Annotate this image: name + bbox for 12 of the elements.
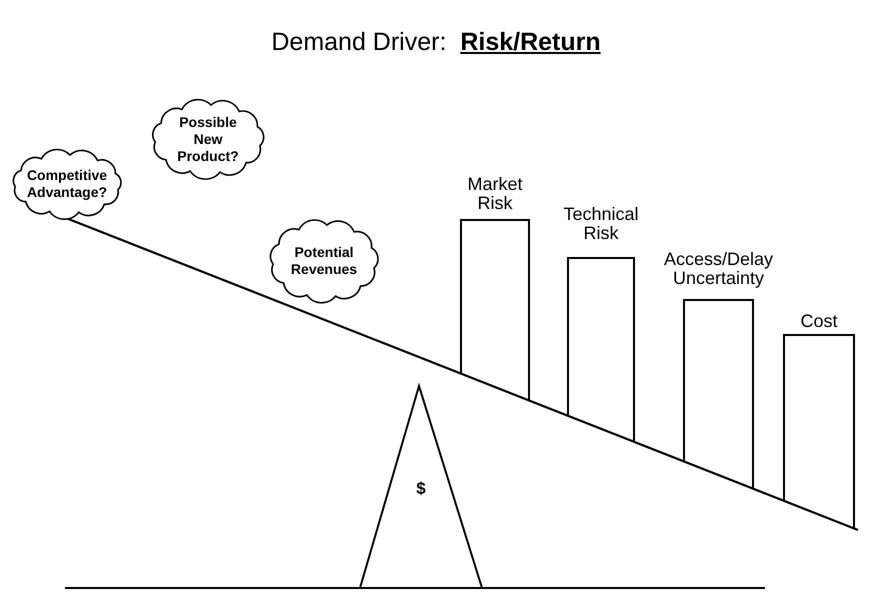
cloud-label: Competitive Advantage? (26, 167, 108, 201)
risk-bar (783, 312, 855, 529)
risk-bar (460, 175, 530, 401)
bar-label: Cost (799, 312, 838, 331)
dollar-sign: $ (415, 479, 427, 499)
bar-label: Access/Delay Uncertainty (663, 250, 774, 288)
fulcrum-triangle (358, 385, 484, 588)
cloud-label: Possible New Product? (176, 114, 240, 164)
cloud-label: Potential Revenues (290, 244, 358, 278)
bar-label: Market Risk (466, 175, 524, 213)
diagram-title: Demand Driver: Risk/Return (270, 28, 602, 57)
bar-label: Technical Risk (562, 205, 640, 243)
